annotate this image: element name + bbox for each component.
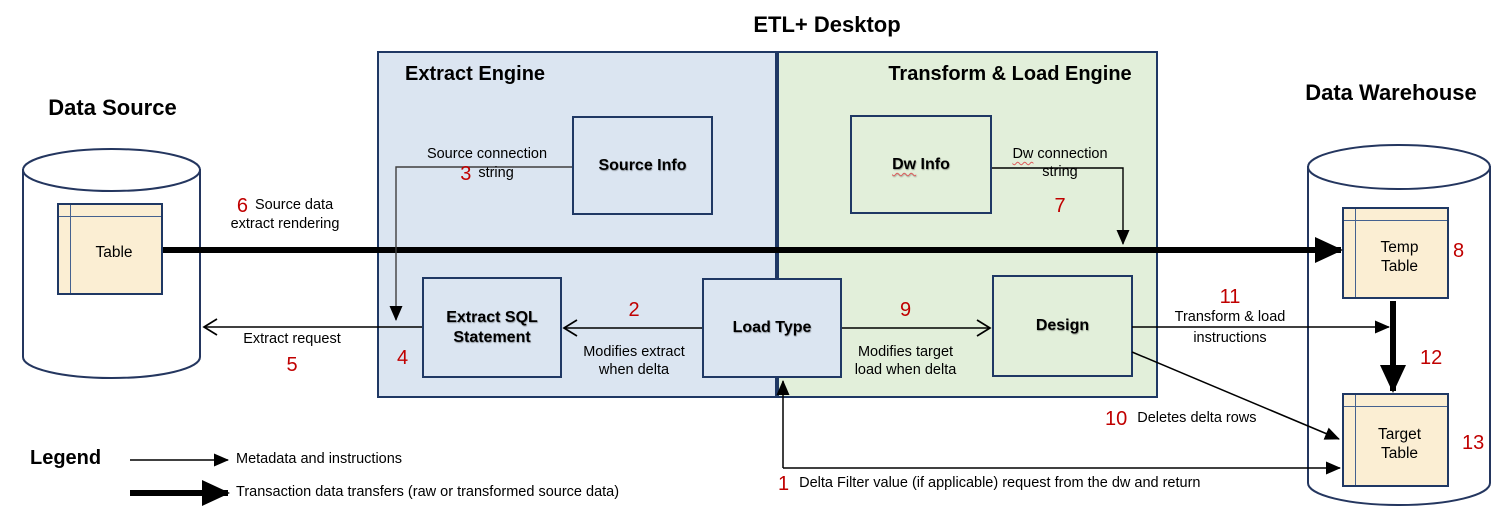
- flow-4-number: 4: [397, 347, 409, 369]
- table-header-line: [1344, 406, 1447, 407]
- extract-engine-title: Extract Engine: [405, 63, 546, 85]
- source-info-label: Source Info: [598, 156, 687, 174]
- flow-6-number: 6: [236, 195, 248, 217]
- flow-12-number: 12: [1420, 347, 1443, 369]
- target-table: Target Table: [1342, 393, 1449, 487]
- flow-13-number: 13: [1462, 432, 1485, 454]
- extract-sql-label: Extract SQL Statement: [446, 309, 538, 346]
- flow-7-label: Dw connection string 7: [995, 146, 1125, 216]
- transform-load-engine-title: Transform & Load Engine: [888, 63, 1132, 85]
- flow-2-label: 2 Modifies extract when delta: [572, 300, 696, 380]
- flow-5-number: 5: [286, 353, 298, 376]
- dw-info-label: Dw Info: [892, 155, 950, 173]
- flow-5-label: Extract request 5: [232, 331, 352, 375]
- legend-thin-label: Metadata and instructions: [236, 451, 403, 467]
- extract-sql-box: Extract SQL Statement: [422, 277, 562, 378]
- flow-1-number: 1: [778, 473, 790, 495]
- data-source-title: Data Source: [48, 95, 177, 120]
- data-warehouse-title: Data Warehouse: [1305, 80, 1477, 105]
- table-header-column: [1355, 395, 1356, 485]
- source-table-label: Table: [95, 244, 133, 262]
- load-type-label: Load Type: [732, 319, 812, 337]
- design-box: Design: [992, 275, 1133, 377]
- flow-7-number: 7: [1054, 194, 1066, 217]
- target-table-label: Target Table: [1377, 425, 1422, 462]
- temp-table-label: Temp Table: [1380, 238, 1419, 275]
- table-header-line: [1344, 220, 1447, 221]
- design-label: Design: [1035, 317, 1090, 335]
- flow-8-number: 8: [1453, 240, 1465, 262]
- source-table: Table: [57, 203, 163, 295]
- page-title: ETL+ Desktop: [753, 12, 901, 37]
- source-info-box: Source Info: [572, 116, 713, 215]
- table-header-column: [1355, 209, 1356, 297]
- flow-11-number: 11: [1219, 286, 1241, 308]
- table-header-line: [59, 216, 161, 217]
- table-header-column: [70, 205, 71, 293]
- flow-9-number: 9: [899, 299, 912, 321]
- flow-3-number: 3: [460, 162, 472, 185]
- legend-thick-label: Transaction data transfers (raw or trans…: [236, 484, 620, 500]
- load-type-box: Load Type: [702, 278, 842, 378]
- dw-info-box: Dw Info: [850, 115, 992, 214]
- flow-11-label: 11 Transform & load instructions: [1163, 287, 1297, 348]
- flow-10-number: 10: [1105, 408, 1128, 430]
- temp-table: Temp Table: [1342, 207, 1449, 299]
- flow-9-label: 9 Modifies target load when delta: [843, 300, 968, 380]
- legend-title: Legend: [30, 447, 102, 469]
- flow-2-number: 2: [628, 299, 640, 321]
